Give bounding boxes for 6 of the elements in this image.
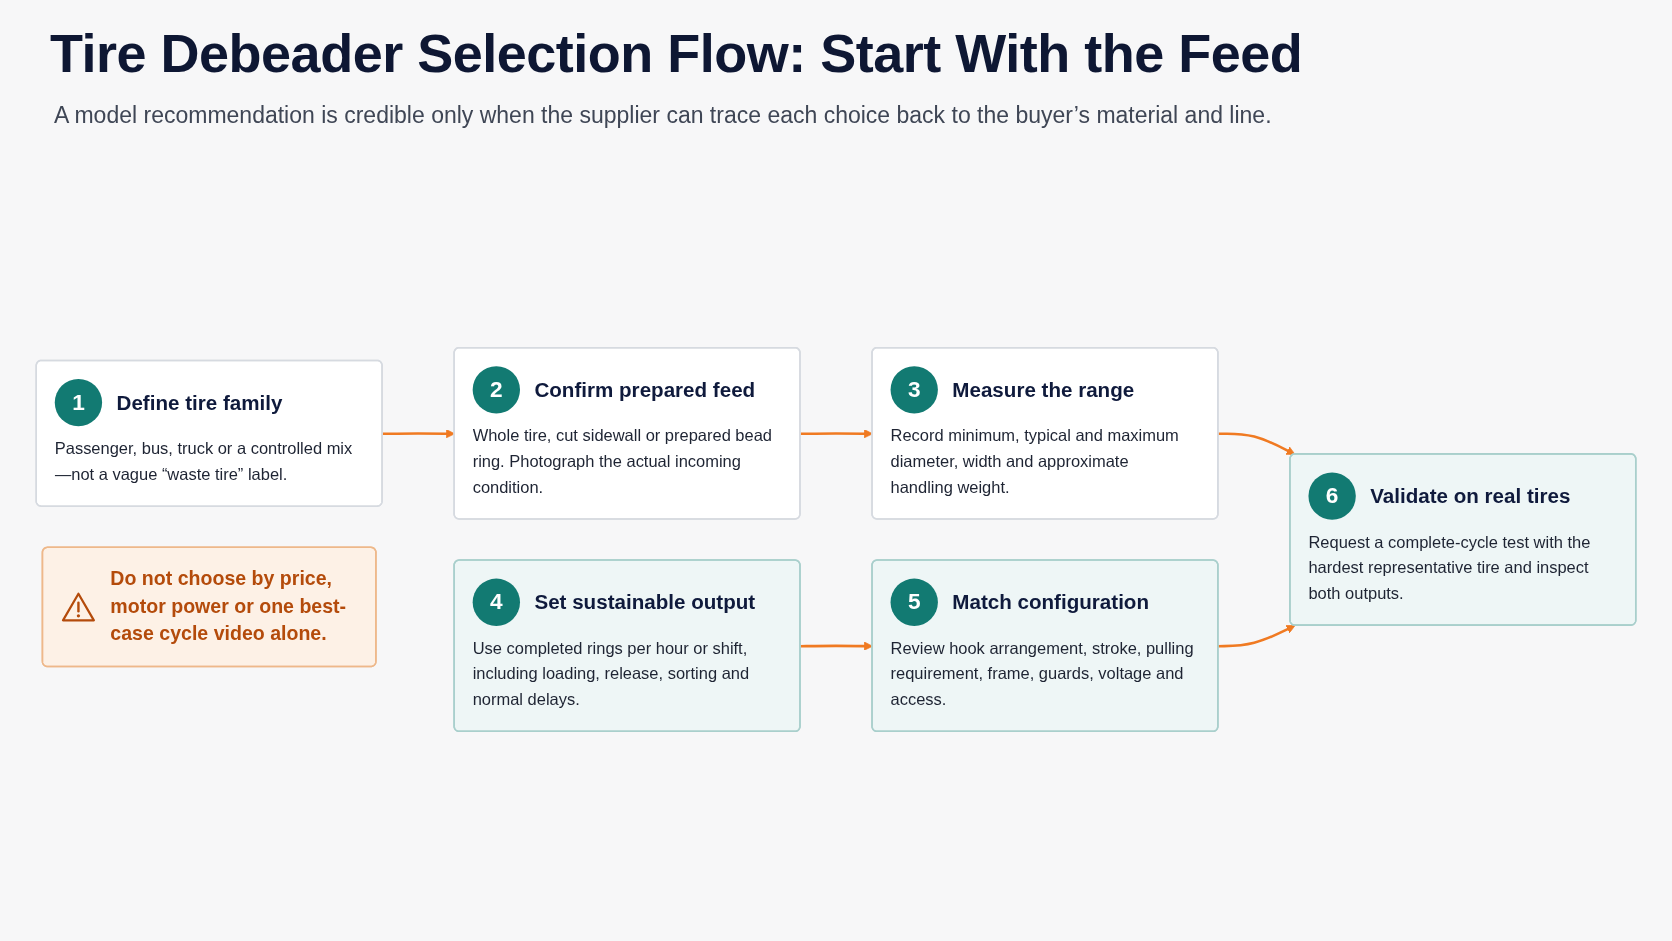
- arrow: [800, 641, 873, 651]
- diagram-title: Tire Debeader Selection Flow: Start With the Feed: [50, 22, 1303, 84]
- diagram-subtitle: A model recommendation is credible only when the supplier can trace each choice back to the buyer’s material and line.: [54, 102, 1272, 129]
- arrow: [800, 429, 873, 439]
- arrow: [1218, 432, 1296, 455]
- arrow: [1218, 625, 1296, 648]
